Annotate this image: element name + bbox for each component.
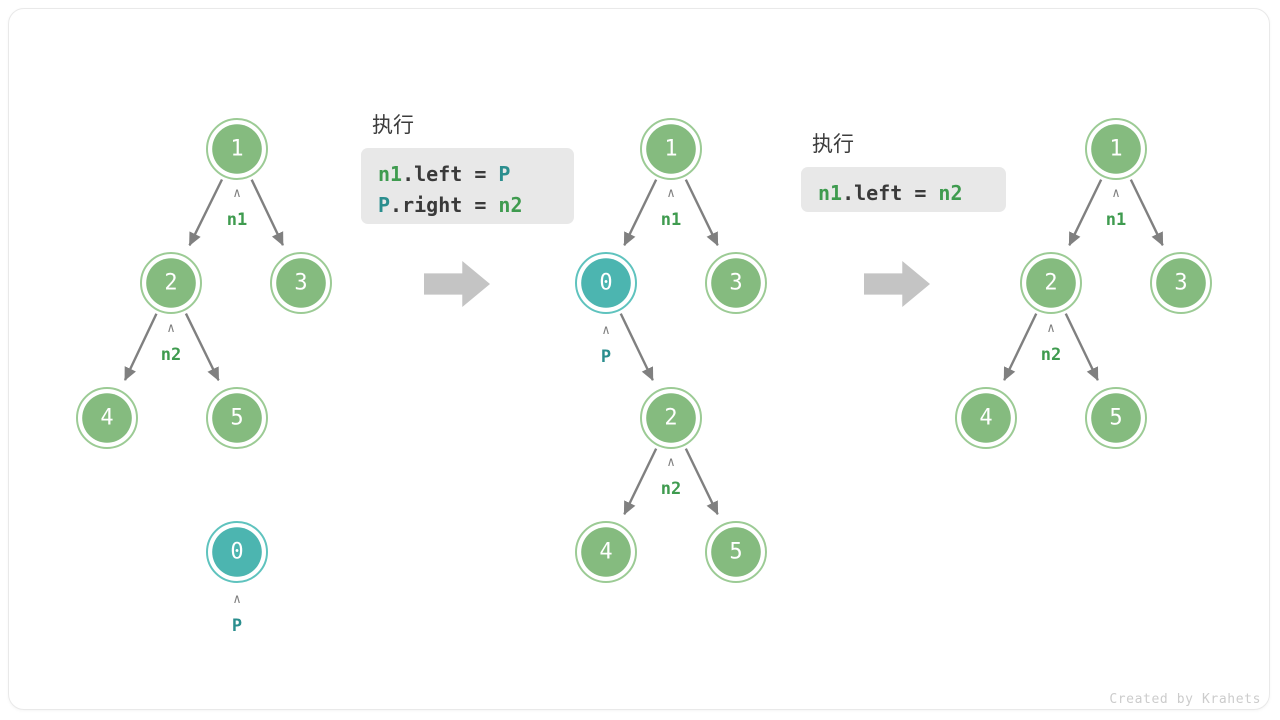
pointer-label: n1: [661, 210, 681, 230]
pointer-label: n1: [227, 210, 247, 230]
tree-node-value: 1: [664, 137, 677, 162]
step-transition-arrows: [424, 261, 930, 307]
tree-node: 4: [955, 387, 1017, 449]
binary-tree-svg: 1 2 3 4 5 0 1 0 3 2 4 5 1 2 3 4 5 ∧ n1 ∧ n2 ∧ P ∧ n1 ∧ P ∧ n2 ∧ n1 ∧ n2: [76, 118, 1212, 636]
code-line: n1.left = n2: [818, 178, 989, 209]
tree-node-value: 1: [230, 137, 243, 162]
tree-node: 0: [206, 521, 268, 583]
tree-node-value: 5: [1109, 406, 1122, 431]
tree-edge: [619, 313, 654, 382]
tree-node-value: 1: [1109, 137, 1122, 162]
tree-node-value: 3: [1174, 271, 1187, 296]
code-token: n1: [818, 181, 843, 205]
tree-node: 5: [206, 387, 268, 449]
tree-edge: [1129, 179, 1164, 247]
tree-node-value: 5: [729, 540, 742, 565]
pointer-label: P: [601, 347, 611, 367]
code-line: P.right = n2: [378, 190, 557, 221]
tree-node: 3: [705, 252, 767, 314]
pointer-label: n1: [1106, 210, 1126, 230]
tree-node-value: 4: [100, 406, 113, 431]
tree-edge: [184, 313, 220, 382]
tree-edges: [123, 178, 1164, 516]
pointer-caret-icon: ∧: [1112, 186, 1120, 201]
tree-node-value: 0: [230, 540, 243, 565]
code-line: n1.left = P: [378, 159, 557, 190]
code-token: n1: [378, 162, 403, 186]
pointer-caret-icon: ∧: [1047, 321, 1055, 336]
step-caption: 执行: [812, 133, 854, 156]
tree-node-value: 2: [164, 271, 177, 296]
step-caption: 执行: [372, 114, 414, 137]
diagram-stage: 1 2 3 4 5 0 1 0 3 2 4 5 1 2 3 4 5 ∧ n1 ∧ n2 ∧ P ∧ n1 ∧ P ∧ n2 ∧ n1 ∧ n2…: [9, 9, 1269, 709]
tree-edge: [684, 448, 719, 516]
tree-edge: [623, 179, 658, 247]
step-transition-arrow-icon: [864, 261, 930, 307]
pointer-label: n2: [161, 345, 181, 365]
code-token: P: [498, 162, 511, 186]
tree-edge: [188, 178, 224, 247]
code-token: P: [378, 193, 391, 217]
code-token: n2: [498, 193, 523, 217]
diagram-card: 1 2 3 4 5 0 1 0 3 2 4 5 1 2 3 4 5 ∧ n1 ∧ n2 ∧ P ∧ n1 ∧ P ∧ n2 ∧ n1 ∧ n2…: [8, 8, 1270, 710]
tree-node: 5: [705, 521, 767, 583]
code-snippet-box: n1.left = n2: [801, 167, 1006, 212]
code-token: n2: [938, 181, 963, 205]
pointer-caret-icon: ∧: [233, 186, 241, 201]
tree-node-value: 4: [599, 540, 612, 565]
tree-node: 3: [1150, 252, 1212, 314]
code-token: .right =: [390, 193, 499, 217]
tree-node: 4: [76, 387, 138, 449]
tree-edge: [1068, 179, 1103, 247]
pointer-caret-icon: ∧: [602, 323, 610, 338]
tree-edge: [684, 179, 719, 247]
tree-edge: [1064, 313, 1099, 382]
credit-text: Created by Krahets: [1109, 692, 1261, 707]
tree-pointer-labels: ∧ n1 ∧ n2 ∧ P ∧ n1 ∧ P ∧ n2 ∧ n1 ∧ n2: [161, 186, 1126, 636]
tree-node: 2: [140, 252, 202, 314]
pointer-caret-icon: ∧: [167, 321, 175, 336]
tree-node-value: 2: [664, 406, 677, 431]
tree-node-value: 3: [729, 271, 742, 296]
tree-node: 2: [1020, 252, 1082, 314]
tree-node: 0: [575, 252, 637, 314]
tree-node: 1: [1085, 118, 1147, 180]
tree-node-value: 4: [979, 406, 992, 431]
pointer-caret-icon: ∧: [233, 592, 241, 607]
pointer-label: n2: [1041, 345, 1061, 365]
tree-node: 1: [640, 118, 702, 180]
pointer-label: n2: [661, 479, 681, 499]
code-token: .left =: [842, 181, 939, 205]
tree-edge: [123, 313, 158, 381]
tree-node-value: 3: [294, 271, 307, 296]
pointer-caret-icon: ∧: [667, 186, 675, 201]
tree-edge: [250, 179, 284, 246]
tree-edge: [623, 448, 658, 516]
tree-node-value: 0: [599, 271, 612, 296]
step-transition-arrow-icon: [424, 261, 490, 307]
tree-node: 4: [575, 521, 637, 583]
pointer-label: P: [232, 616, 242, 636]
tree-node: 2: [640, 387, 702, 449]
pointer-caret-icon: ∧: [667, 455, 675, 470]
tree-node-value: 5: [230, 406, 243, 431]
code-token: .left =: [402, 162, 499, 186]
tree-node: 3: [270, 252, 332, 314]
tree-nodes: 1 2 3 4 5 0 1 0 3 2 4 5 1 2 3 4 5: [76, 118, 1212, 583]
tree-edge: [1003, 313, 1038, 382]
tree-node: 5: [1085, 387, 1147, 449]
tree-node-value: 2: [1044, 271, 1057, 296]
tree-node: 1: [206, 118, 268, 180]
